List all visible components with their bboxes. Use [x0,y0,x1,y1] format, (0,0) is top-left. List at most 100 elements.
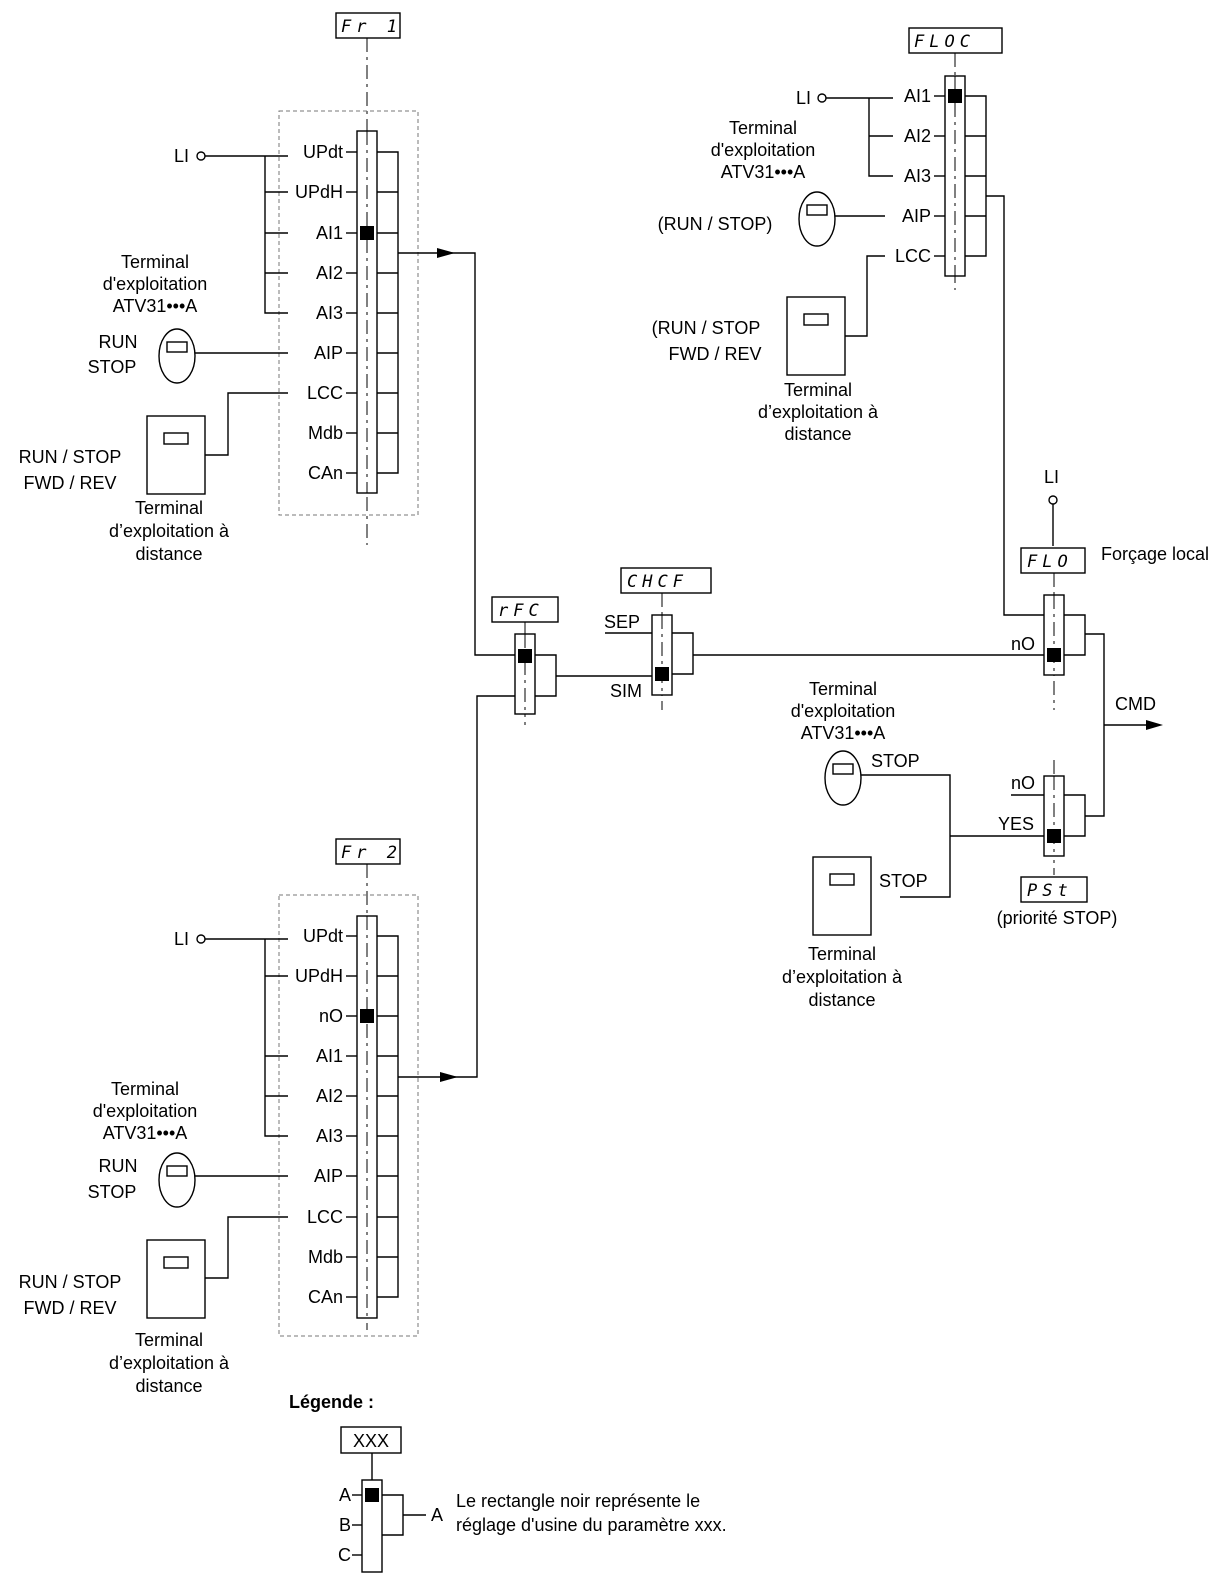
legend-input-label: C [338,1545,351,1565]
fr1-keypad-icon [158,328,196,384]
fr1-param-label: Fr 1 [341,17,402,37]
fr2-option: AI1 [316,1046,343,1066]
pst-terminal-text: Terminal [809,679,877,699]
legend-input-label: B [339,1515,351,1535]
floc-group: FLOC AI1 AI2 AI3 AIP LCC LI Terminal d'e… [652,27,1044,616]
fr2-output-line [398,695,515,1078]
pst-remote-text: Terminal [808,944,876,964]
legend-text: réglage d'usine du paramètre xxx. [456,1515,727,1535]
flo-default-marker [1047,648,1061,662]
floc-terminal-text: Terminal [729,118,797,138]
fr2-option: AI2 [316,1086,343,1106]
fr2-terminal-text: Terminal [111,1079,179,1099]
floc-output-line [986,195,1044,616]
floc-option-ticks [934,95,945,257]
floc-output-comb [965,95,987,257]
legend-default-marker [365,1488,379,1502]
cmd-label: CMD [1115,694,1156,714]
fr1-option: LCC [307,383,343,403]
fr1-default-marker [360,226,374,240]
fr1-option: UPdt [303,142,343,162]
pst-param-label: PSt [1027,881,1073,901]
pst-terminal-text: ATV31•••A [801,723,886,743]
floc-option: LCC [895,246,931,266]
floc-default-marker [948,89,962,103]
pst-remote-text: distance [808,990,875,1010]
fr1-param-box [335,12,401,39]
chcf-group: CHCF SEP SIM [604,567,1044,710]
fr1-option: CAn [308,463,343,483]
legend-title: Légende : [289,1392,374,1412]
fr1-output-comb [377,151,399,474]
flo-group: LI FLO Forçage local nO [1011,467,1209,710]
legend-param-box [340,1426,402,1454]
floc-run-stop-label: (RUN / STOP) [658,214,773,234]
legend-output-label: A [431,1505,443,1525]
fr1-remote-text: d’exploitation à [109,521,230,541]
floc-li-label: LI [796,88,811,108]
fr2-remote-terminal-icon [146,1239,206,1319]
fr2-option: AIP [314,1166,343,1186]
chcf-param-box [620,567,712,594]
rfc-group: rFC [491,596,652,730]
pst-param-box [1020,876,1088,903]
fr2-option: AI3 [316,1126,343,1146]
fr2-option: CAn [308,1287,343,1307]
fr2-option: UPdt [303,926,343,946]
fr1-remote-text: Terminal [135,498,203,518]
floc-param-box [908,27,1003,54]
fr1-remote-text: distance [135,544,202,564]
fr1-li-label: LI [174,146,189,166]
fr1-remote-cmd: RUN / STOP [19,447,122,467]
fr1-group: Fr 1 UPdt UPdH AI1 AI2 AI3 AIP LCC Mdb [19,12,515,656]
pst-stop-remote-label: STOP [879,871,928,891]
floc-remote-text: Terminal [784,380,852,400]
fr2-terminal-text: d'exploitation [93,1101,198,1121]
fr2-stop-label: STOP [88,1182,137,1202]
fr1-option: AI2 [316,263,343,283]
flo-li-terminal [1048,495,1058,505]
flo-param-label: FLO [1027,552,1073,572]
fr1-terminal-text: ATV31•••A [113,296,198,316]
pst-default-marker [1047,829,1061,843]
fr1-option: UPdH [295,182,343,202]
fr2-option: nO [319,1006,343,1026]
fr1-remote-cmd: FWD / REV [24,473,117,493]
floc-terminal-text: ATV31•••A [721,162,806,182]
flo-no-label: nO [1011,634,1035,654]
fr1-option: AIP [314,343,343,363]
pst-no-label: nO [1011,773,1035,793]
fr2-option-ticks [346,935,357,1298]
floc-remote-text: distance [784,424,851,444]
fr1-output-arrow [437,248,455,258]
rfc-param-label: rFC [498,601,544,621]
fr2-keypad-icon [158,1152,196,1208]
legend-param-label: XXX [353,1431,389,1451]
legend-group: Légende : XXX A B C A Le rectangle noir … [289,1392,727,1573]
legend-input-label: A [339,1485,351,1505]
flo-li-label: LI [1044,467,1059,487]
fr1-output-line [398,252,515,656]
fr1-remote-terminal-icon [146,415,206,495]
pst-stop-local-label: STOP [871,751,920,771]
floc-option: AIP [902,206,931,226]
fr1-option: AI1 [316,223,343,243]
pst-remote-text: d’exploitation à [782,967,903,987]
fr1-li-terminal [196,151,206,161]
fr2-remote-cmd: FWD / REV [24,1298,117,1318]
fr2-default-marker [360,1009,374,1023]
fr2-output-comb [377,935,399,1298]
pst-keypad-icon [824,750,862,806]
floc-option: AI3 [904,166,931,186]
legend-text: Le rectangle noir représente le [456,1491,700,1511]
fr2-option: LCC [307,1207,343,1227]
fr2-frame [278,894,419,1337]
chcf-default-marker [655,667,669,681]
floc-remote-cmd: FWD / REV [669,344,762,364]
floc-remote-text: d’exploitation à [758,402,879,422]
flo-param-box [1020,547,1086,574]
floc-remote-cmd: (RUN / STOP [652,318,761,338]
fr1-option: Mdb [308,423,343,443]
fr2-group: Fr 2 UPdt UPdH nO AI1 AI2 AI3 AIP LCC Md… [19,695,515,1396]
fr2-remote-text: Terminal [135,1330,203,1350]
